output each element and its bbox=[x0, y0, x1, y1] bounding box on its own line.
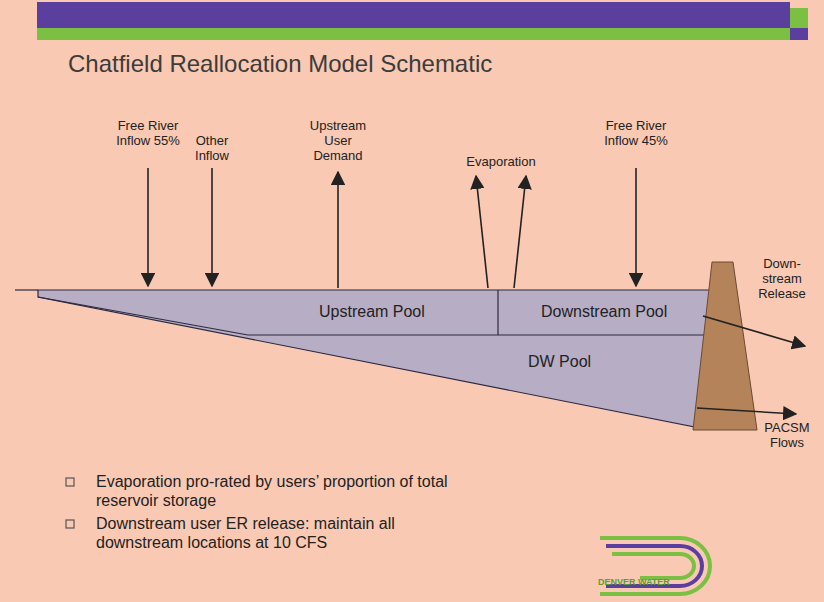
bullet-marks bbox=[66, 478, 74, 528]
flow-label: Other Inflow bbox=[187, 133, 237, 163]
flow-label: Evaporation bbox=[456, 154, 546, 169]
flow-label: Down- stream Release bbox=[754, 256, 810, 301]
flow-label: Free River Inflow 45% bbox=[603, 118, 669, 148]
dam bbox=[693, 262, 757, 430]
header-bar bbox=[37, 2, 790, 28]
pool-label: Downstream Pool bbox=[537, 301, 671, 323]
pool-boundary bbox=[248, 334, 708, 335]
header-block bbox=[790, 8, 808, 28]
reservoir bbox=[38, 290, 712, 428]
pool-boundary bbox=[497, 290, 498, 335]
flow-label: PACSM Flows bbox=[760, 420, 814, 450]
slide-title: Chatfield Reallocation Model Schematic bbox=[68, 50, 492, 78]
flow-label: Free River Inflow 55% bbox=[115, 118, 181, 148]
flow-label: Upstream User Demand bbox=[306, 118, 370, 163]
pool-name: DW Pool bbox=[528, 353, 591, 370]
bullet-note: Downstream user ER release: maintain all… bbox=[96, 514, 476, 552]
header-block bbox=[790, 28, 808, 40]
header-bar bbox=[37, 28, 790, 40]
pool-name: Upstream Pool bbox=[319, 303, 425, 320]
pool-name: Downstream Pool bbox=[541, 303, 667, 320]
flow-arrows bbox=[148, 168, 805, 414]
bullet-note: Evaporation pro-rated by users’ proporti… bbox=[96, 472, 476, 510]
logo-text: DENVER WATER bbox=[598, 577, 678, 588]
pool-label: Upstream Pool bbox=[315, 301, 429, 323]
pool-label: DW Pool bbox=[524, 351, 595, 373]
